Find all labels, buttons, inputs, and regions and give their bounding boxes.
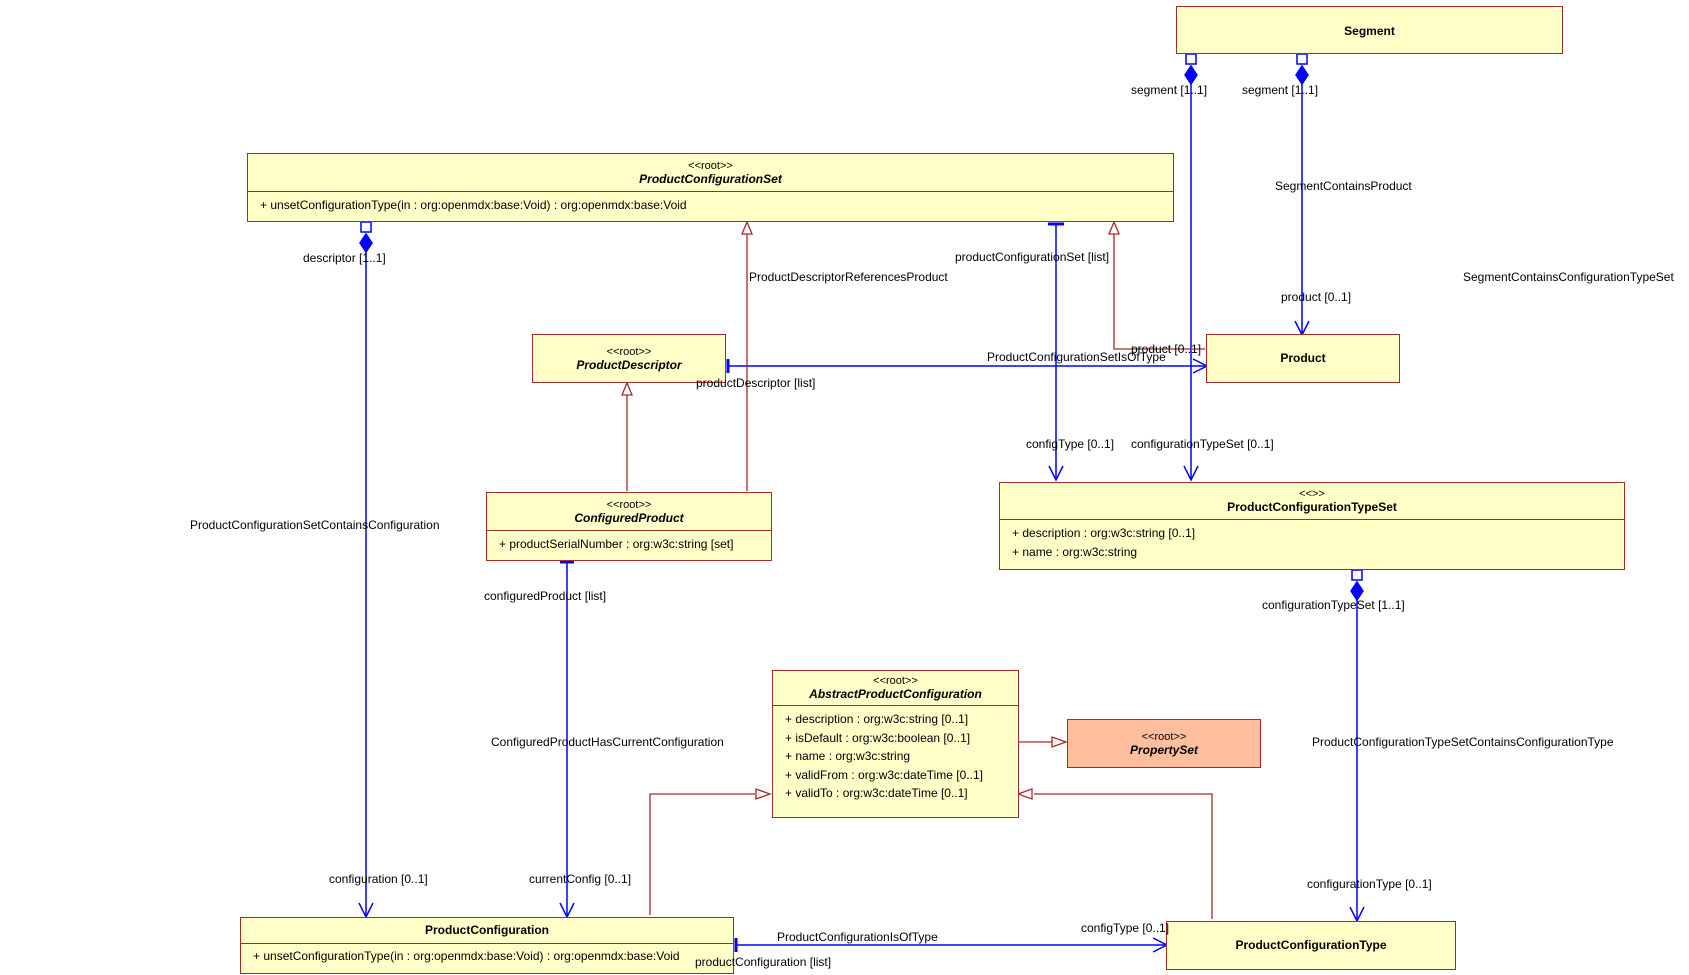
configuration-type-set-role-label-2: configurationTypeSet [1..1] xyxy=(1262,598,1405,612)
config-type-role-label-2: configType [0..1] xyxy=(1081,921,1170,935)
configured-product-role-label: configuredProduct [list] xyxy=(484,589,607,603)
attribute: + name : org:w3c:string xyxy=(785,749,911,763)
class-product-configuration-set[interactable]: <<root>> ProductConfigurationSet + unset… xyxy=(247,153,1174,222)
stereotype: <<root>> xyxy=(606,498,652,511)
stereotype: <<>> xyxy=(1299,488,1325,500)
product-descriptor-references-product-label: ProductDescriptorReferencesProduct xyxy=(749,270,948,284)
arrow-to-type-set-1 xyxy=(1183,465,1199,482)
navigation-arrowheads xyxy=(358,320,1365,953)
stereotype: <<root>> xyxy=(873,675,918,687)
descriptor-role-label: descriptor [1..1] xyxy=(303,251,386,265)
configuration-type-role-label: configurationType [0..1] xyxy=(1307,877,1432,891)
product-role-label-2: product [0..1] xyxy=(1131,342,1202,356)
segment-contains-configuration-type-set-label: SegmentContainsConfigurationTypeSet xyxy=(1463,270,1674,284)
class-product-descriptor[interactable]: <<root>> ProductDescriptor xyxy=(532,334,726,383)
triangle-to-descriptor xyxy=(621,381,633,396)
type-set-port xyxy=(1351,569,1363,581)
config-type-role-label: configType [0..1] xyxy=(1026,437,1115,451)
attribute: + validFrom : org:w3c:dateTime [0..1] xyxy=(785,767,983,782)
stereotype: <<root>> xyxy=(606,345,652,358)
product-configuration-to-abstract-line[interactable] xyxy=(649,793,755,915)
generalization-triangles xyxy=(621,220,1120,800)
class-name: ProductConfigurationSet xyxy=(639,171,782,186)
class-name: ProductDescriptor xyxy=(576,357,682,372)
generalization-lines xyxy=(626,234,1213,919)
stereotype: <<root>> xyxy=(1141,730,1187,743)
class-property-set[interactable]: <<root>> PropertySet xyxy=(1067,719,1261,768)
type-set-contains-configuration-type-label: ProductConfigurationTypeSetContainsConfi… xyxy=(1312,735,1614,749)
attribute: + productSerialNumber : org:w3c:string [… xyxy=(499,537,734,551)
product-configuration-set-is-of-type-label: ProductConfigurationSetIsOfType xyxy=(987,350,1166,364)
triangle-to-property-set xyxy=(1051,736,1068,748)
attributes-compartment: + productSerialNumber : org:w3c:string [… xyxy=(487,530,771,556)
segment-port-1 xyxy=(1185,53,1197,65)
configuration-set-diamond xyxy=(359,232,373,254)
class-product-configuration[interactable]: ProductConfiguration + unsetConfiguratio… xyxy=(240,917,734,974)
attribute: + validTo : org:w3c:dateTime [0..1] xyxy=(785,786,968,800)
class-name: ProductConfigurationTypeSet xyxy=(1227,500,1397,514)
attribute: + description : org:w3c:string [0..1] xyxy=(1012,526,1196,540)
class-product[interactable]: Product xyxy=(1206,334,1400,383)
class-name: ConfiguredProduct xyxy=(574,510,684,525)
configuration-set-port xyxy=(360,221,372,233)
triangle-to-abstract-1 xyxy=(755,788,772,800)
stereotype: <<root>> xyxy=(688,159,733,172)
operation: + unsetConfigurationType(in : org:openmd… xyxy=(253,949,680,963)
class-product-configuration-type-set[interactable]: <<>> ProductConfigurationTypeSet + descr… xyxy=(999,482,1625,570)
segment-contains-product-label: SegmentContainsProduct xyxy=(1275,179,1412,193)
segment-diamond-2 xyxy=(1295,64,1309,86)
operation: + unsetConfigurationType(in : org:openmd… xyxy=(260,198,687,212)
class-configured-product[interactable]: <<root>> ConfiguredProduct + productSeri… xyxy=(486,492,772,561)
current-config-role-label: currentConfig [0..1] xyxy=(529,872,632,886)
product-configuration-set-contains-configuration-label: ProductConfigurationSetContainsConfigura… xyxy=(190,518,440,532)
class-segment[interactable]: Segment xyxy=(1176,6,1563,54)
class-name: ProductConfigurationType xyxy=(1235,938,1387,952)
attributes-compartment: + description : org:w3c:string [0..1] + … xyxy=(1000,519,1624,563)
configuration-role-label: configuration [0..1] xyxy=(329,872,428,886)
attribute: + description : org:w3c:string [0..1] xyxy=(785,712,969,726)
operations-compartment: + unsetConfigurationType(in : org:openmd… xyxy=(241,943,733,968)
configuration-type-to-abstract-line[interactable] xyxy=(1034,793,1213,919)
class-name: Product xyxy=(1280,351,1326,365)
attribute: + isDefault : org:w3c:boolean [0..1] xyxy=(785,730,971,745)
product-configuration-is-of-type-label: ProductConfigurationIsOfType xyxy=(777,930,938,944)
configuration-type-set-role-label: configurationTypeSet [0..1] xyxy=(1131,437,1274,451)
class-abstract-product-configuration[interactable]: <<root>> AbstractProductConfiguration + … xyxy=(772,670,1019,818)
class-name: PropertySet xyxy=(1129,742,1199,757)
segment-role-label-1: segment [1..1] xyxy=(1131,83,1208,97)
operations-compartment: + unsetConfigurationType(in : org:openmd… xyxy=(248,191,1173,217)
class-name: Segment xyxy=(1344,23,1395,38)
product-role-label: product [0..1] xyxy=(1281,290,1352,304)
product-to-configuration-set-line[interactable] xyxy=(1113,234,1205,350)
product-configuration-role-label: productConfiguration [list] xyxy=(695,955,832,969)
class-name: ProductConfiguration xyxy=(425,923,549,937)
product-configuration-set-role-label: productConfigurationSet [list] xyxy=(955,250,1110,264)
attribute: + name : org:w3c:string xyxy=(1012,544,1138,559)
type-set-diamond xyxy=(1350,580,1364,602)
arrow-to-type-set-2 xyxy=(1048,465,1064,482)
configured-product-has-current-configuration-label: ConfiguredProductHasCurrentConfiguration xyxy=(491,735,724,749)
composition-ends xyxy=(359,53,1364,602)
product-descriptor-role-label: productDescriptor [list] xyxy=(696,376,816,390)
attributes-compartment: + description : org:w3c:string [0..1] + … xyxy=(773,705,1018,805)
class-product-configuration-type[interactable]: ProductConfigurationType xyxy=(1166,921,1456,970)
segment-port-2 xyxy=(1296,53,1308,65)
association-lines xyxy=(365,80,1358,946)
segment-diamond-1 xyxy=(1184,64,1198,86)
segment-role-label-2: segment [1..1] xyxy=(1242,83,1319,97)
triangle-to-configuration-set-2 xyxy=(1108,220,1120,235)
class-name: AbstractProductConfiguration xyxy=(809,687,982,701)
association-bar-ends xyxy=(560,222,1064,952)
triangle-to-configuration-set-1 xyxy=(741,220,753,235)
triangle-to-abstract-2 xyxy=(1016,788,1033,800)
